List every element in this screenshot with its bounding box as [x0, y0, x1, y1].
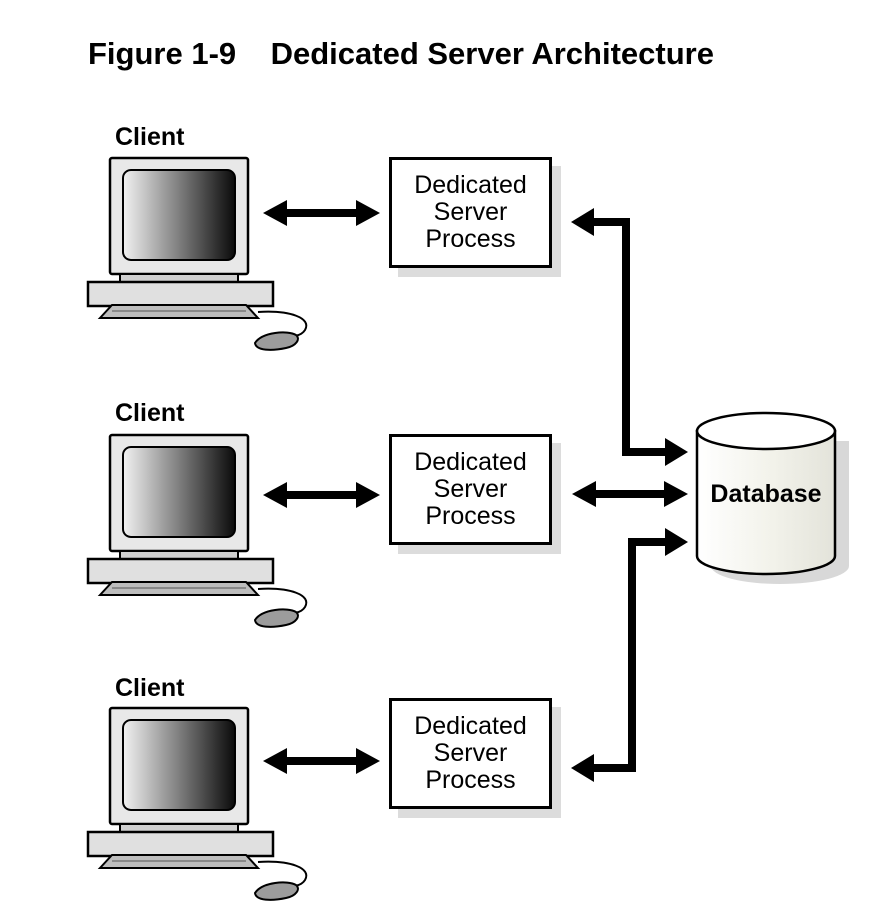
- client-process-arrow: [263, 482, 380, 508]
- database-label: Database: [710, 480, 822, 508]
- process-database-connector-top: [571, 208, 688, 466]
- process-label-line: Server: [433, 475, 508, 503]
- process-database-connector-bottom: [571, 528, 688, 782]
- process-label-line: Dedicated: [414, 712, 527, 740]
- client-label: Client: [115, 399, 185, 427]
- client-computer-icon: [86, 433, 308, 629]
- client-process-arrow: [263, 200, 380, 226]
- process-label-line: Process: [425, 766, 516, 794]
- process-label-line: Dedicated: [414, 448, 527, 476]
- client-label: Client: [115, 674, 185, 702]
- client-computer-icon: [86, 156, 308, 352]
- dedicated-server-process-box: Dedicated Server Process: [389, 434, 552, 545]
- client-label: Client: [115, 123, 185, 151]
- process-database-connector-middle: [572, 481, 688, 507]
- process-label-line: Dedicated: [414, 171, 527, 199]
- process-label-line: Process: [425, 225, 516, 253]
- client-computer-icon: [86, 706, 308, 902]
- database-cylinder-icon: [695, 411, 849, 584]
- client-process-arrow: [263, 748, 380, 774]
- dedicated-server-process-box: Dedicated Server Process: [389, 157, 552, 268]
- process-label-line: Process: [425, 502, 516, 530]
- dedicated-server-process-box: Dedicated Server Process: [389, 698, 552, 809]
- process-label-line: Server: [433, 739, 508, 767]
- process-label-line: Server: [433, 198, 508, 226]
- figure-title: Figure 1-9 Dedicated Server Architecture: [88, 36, 714, 71]
